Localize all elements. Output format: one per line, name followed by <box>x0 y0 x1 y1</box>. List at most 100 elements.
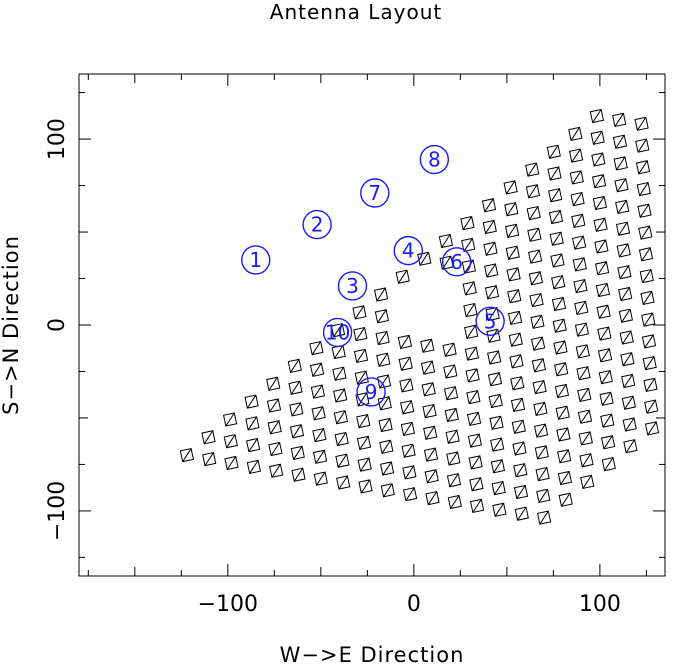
antenna-box <box>570 191 585 207</box>
antenna-box <box>443 364 458 379</box>
labeled-antenna-number: 7 <box>368 181 381 205</box>
antenna-marker <box>642 355 657 371</box>
antenna-marker <box>508 332 523 347</box>
antenna-box <box>425 490 440 506</box>
antenna-marker <box>266 398 282 413</box>
antenna-diagonal <box>539 510 549 525</box>
antenna-marker <box>244 394 259 409</box>
antenna-marker <box>526 205 541 221</box>
antenna-diagonal <box>465 281 475 296</box>
antenna-box <box>179 447 195 463</box>
antenna-marker <box>589 108 605 124</box>
antenna-diagonal <box>535 402 546 416</box>
labeled-antenna-ring <box>322 317 353 348</box>
antenna-diagonal <box>467 346 477 361</box>
antenna-diagonal <box>552 231 562 246</box>
antenna-marker <box>461 259 477 274</box>
antenna-diagonal <box>315 450 325 464</box>
antenna-box <box>245 416 260 431</box>
antenna-diagonal <box>381 440 391 454</box>
antenna-diagonal <box>485 242 496 256</box>
antenna-marker <box>291 467 306 482</box>
antenna-box <box>442 342 457 357</box>
antenna-marker <box>486 328 501 343</box>
antenna-marker <box>599 391 614 406</box>
antenna-diagonal <box>422 339 432 353</box>
antenna-marker <box>443 386 459 401</box>
antenna-diagonal <box>248 438 258 452</box>
antenna-diagonal <box>647 421 657 436</box>
antenna-diagonal <box>400 335 410 349</box>
antenna-box <box>424 469 439 484</box>
antenna-box <box>599 391 614 406</box>
antenna-diagonal <box>378 353 388 367</box>
antenna-diagonal <box>580 409 590 424</box>
antenna-marker <box>528 271 544 286</box>
antenna-diagonal <box>444 342 455 357</box>
antenna-diagonal <box>575 279 586 293</box>
antenna-marker <box>554 362 569 377</box>
antenna-box <box>600 413 615 428</box>
antenna-box <box>622 417 637 432</box>
antenna-marker <box>617 265 632 280</box>
antenna-marker <box>466 411 482 427</box>
antenna-box <box>636 181 651 197</box>
antenna-box <box>352 305 367 320</box>
antenna-diagonal <box>489 350 499 365</box>
antenna-marker <box>612 134 628 149</box>
labeled-antenna: 7 <box>360 178 390 208</box>
antenna-box <box>594 239 609 254</box>
antenna-marker <box>447 494 462 510</box>
antenna-marker <box>595 282 611 298</box>
antenna-marker <box>574 322 590 337</box>
antenna-marker <box>335 453 350 468</box>
antenna-diagonal <box>472 499 482 513</box>
antenna-box <box>486 328 501 343</box>
labeled-antenna-number: 3 <box>346 274 359 298</box>
antenna-diagonal <box>534 380 545 394</box>
antenna-marker <box>438 233 454 249</box>
antenna-box <box>550 253 565 268</box>
antenna-box <box>573 278 588 294</box>
antenna-diagonal <box>604 457 614 471</box>
labeled-antenna-number: 8 <box>428 148 441 172</box>
antenna-marker <box>481 198 497 213</box>
antenna-diagonal <box>335 388 345 403</box>
antenna-box <box>310 384 326 399</box>
antenna-box <box>533 423 549 438</box>
antenna-marker <box>571 213 586 229</box>
antenna-marker <box>638 247 654 262</box>
x-tick-label: 100 <box>579 592 621 617</box>
antenna-marker <box>461 237 476 253</box>
antenna-box <box>592 195 608 211</box>
antenna-diagonal <box>637 138 647 153</box>
labeled-antenna-number: 5 <box>484 309 497 333</box>
antenna-box <box>546 144 561 159</box>
antenna-marker <box>511 419 526 434</box>
labeled-antenna: 4 <box>393 235 423 266</box>
antenna-box <box>536 510 552 525</box>
antenna-box <box>568 148 584 163</box>
antenna-marker <box>469 498 485 514</box>
antenna-box <box>576 366 591 381</box>
antenna-marker <box>444 407 459 423</box>
antenna-box <box>485 306 500 322</box>
antenna-marker <box>354 370 369 385</box>
antenna-marker <box>224 455 239 471</box>
labeled-antenna-ring <box>360 178 390 208</box>
antenna-marker <box>334 431 349 447</box>
antenna-diagonal <box>225 412 235 427</box>
antenna-box <box>423 425 438 440</box>
antenna-diagonal <box>360 479 371 494</box>
antenna-diagonal <box>494 481 504 495</box>
antenna-diagonal <box>594 174 604 189</box>
antenna-box <box>555 405 570 420</box>
antenna-marker <box>311 406 326 421</box>
antenna-diagonal <box>270 442 281 456</box>
antenna-box <box>507 289 522 304</box>
axis-ticks <box>79 74 665 576</box>
antenna-marker <box>246 459 262 475</box>
antenna-box <box>575 344 590 359</box>
antenna-diagonal <box>448 451 458 466</box>
antenna-box <box>490 437 505 452</box>
